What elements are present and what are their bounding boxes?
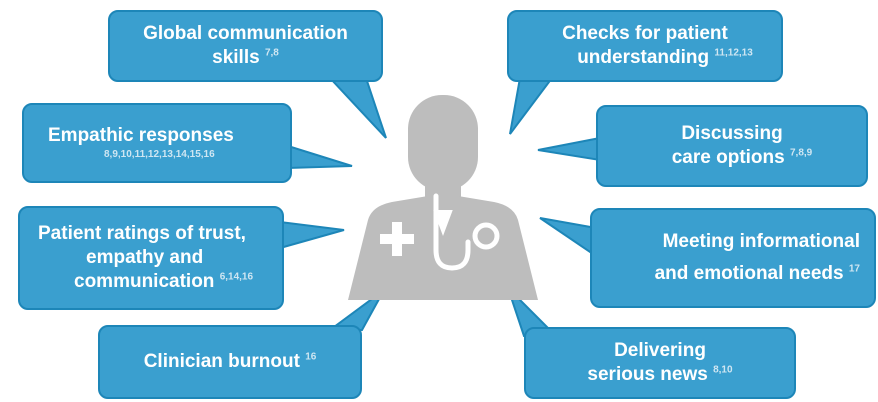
bubble-care-refs: 7,8,9 bbox=[790, 147, 813, 159]
bubble-needs-refs: 17 bbox=[848, 263, 860, 275]
bubble-global-line-2: skills bbox=[212, 47, 260, 68]
bubble-news-line-2: serious news bbox=[587, 364, 708, 385]
bubble-burnout-refs: 16 bbox=[305, 351, 317, 363]
doctor-head bbox=[408, 95, 478, 191]
bubble-ratings-line-3: communication bbox=[74, 271, 215, 292]
bubble-news-refs: 8,10 bbox=[713, 364, 733, 376]
bubble-checks-line-2: understanding bbox=[577, 47, 710, 68]
bubble-needs-line-1: Meeting informational bbox=[662, 231, 860, 252]
bubble-delivering-news: Delivering serious news 8,10 bbox=[524, 327, 796, 399]
bubble-needs-line-2: and emotional needs bbox=[654, 263, 844, 284]
bubble-checks-understanding: Checks for patient understanding 11,12,1… bbox=[507, 10, 783, 82]
bubble-checks-refs: 11,12,13 bbox=[714, 47, 753, 59]
bubble-ratings-line-1: Patient ratings of trust, bbox=[38, 223, 246, 244]
bubble-news-line-1: Delivering bbox=[614, 340, 706, 361]
bubble-checks-line-1: Checks for patient bbox=[562, 23, 728, 44]
bubble-global-communication: Global communication skills 7,8 bbox=[108, 10, 383, 82]
bubble-care-line-1: Discussing bbox=[681, 123, 783, 144]
bubble-care-line-2: care options bbox=[671, 147, 785, 168]
bubble-empathic-line-1: Empathic responses bbox=[48, 125, 234, 146]
bubble-clinician-burnout: Clinician burnout 16 bbox=[98, 325, 362, 399]
bubble-global-refs: 7,8 bbox=[264, 47, 279, 59]
bubble-global-line-1: Global communication bbox=[143, 23, 348, 44]
bubble-burnout-line-1: Clinician burnout bbox=[143, 351, 300, 372]
doctor-body bbox=[348, 196, 538, 300]
bubble-empathic-refs: 8,9,10,11,12,13,14,15,16 bbox=[104, 149, 215, 160]
bubble-informational-needs: Meeting informational and emotional need… bbox=[590, 208, 876, 308]
bubble-empathic-responses: Empathic responses 8,9,10,11,12,13,14,15… bbox=[22, 103, 292, 183]
stethoscope-icon bbox=[433, 193, 500, 271]
medical-cross-icon bbox=[380, 222, 414, 256]
bubble-ratings-line-2: empathy and bbox=[86, 247, 204, 268]
bubble-patient-ratings: Patient ratings of trust, empathy and co… bbox=[18, 206, 284, 310]
bubble-discussing-care: Discussing care options 7,8,9 bbox=[596, 105, 868, 187]
bubble-ratings-refs: 6,14,16 bbox=[219, 271, 254, 283]
